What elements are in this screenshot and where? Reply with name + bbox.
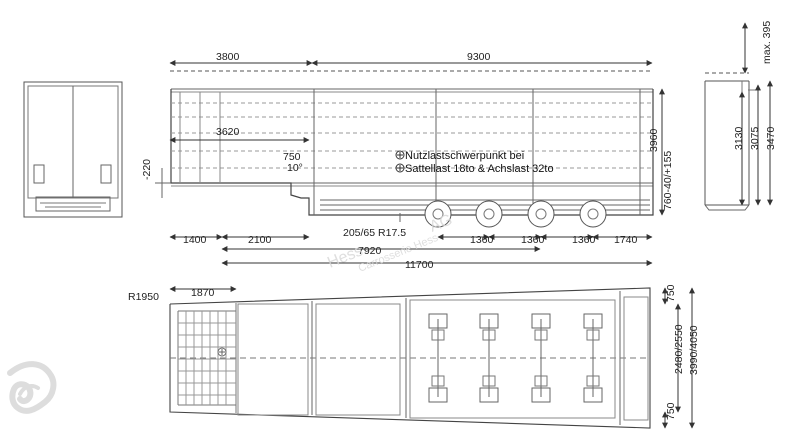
height-c-label: 3470 bbox=[765, 126, 777, 150]
step-height-label: 750 bbox=[283, 151, 301, 163]
front-section-label: 2100 bbox=[248, 234, 272, 246]
bottom-offset-label: -220 bbox=[141, 159, 153, 180]
rear-overhang-label: 1740 bbox=[614, 234, 638, 246]
corner-watermark-icon bbox=[7, 361, 57, 414]
front-overhang-label: 1400 bbox=[183, 234, 207, 246]
vertical-adjust-label: 760-40/+155 bbox=[662, 151, 674, 210]
axle-spacing-1-label: 1360 bbox=[470, 234, 494, 246]
wall-height-label: 3960 bbox=[648, 128, 660, 152]
deck-length-label: 3620 bbox=[216, 126, 240, 138]
dimension-annotations bbox=[169, 22, 773, 429]
axle-group-1 bbox=[428, 313, 448, 403]
rear-length-label: 9300 bbox=[467, 51, 491, 63]
axle-group-2 bbox=[479, 313, 499, 403]
angle-label: 10° bbox=[287, 162, 303, 174]
axle-group-3 bbox=[531, 313, 551, 403]
height-a-label: 3130 bbox=[733, 126, 745, 150]
top-clearance-label: max. 395 bbox=[761, 21, 773, 64]
right-width-2-label: 3990/4050 bbox=[688, 325, 700, 375]
axle-spacing-2-label: 1360 bbox=[521, 234, 545, 246]
radius-label: R1950 bbox=[128, 291, 159, 303]
front-width-label: 1870 bbox=[191, 287, 215, 299]
front-end-view bbox=[23, 81, 123, 218]
plan-axles bbox=[428, 313, 603, 403]
watermark: Hess AG Carrosserie Hess bbox=[325, 211, 455, 274]
right-width-label: 2480/2550 bbox=[673, 324, 685, 374]
front-length-label: 3800 bbox=[216, 51, 240, 63]
overall-length-1-label: 7920 bbox=[358, 245, 382, 257]
overall-length-2-label: 11700 bbox=[405, 259, 434, 271]
height-b-label: 3075 bbox=[749, 126, 761, 150]
top-plan-view bbox=[169, 287, 651, 429]
axle-group-4 bbox=[583, 313, 603, 403]
tyre-size-label: 205/65 R17.5 bbox=[343, 227, 406, 239]
axle-spacing-3-label: 1360 bbox=[572, 234, 596, 246]
load-text-line-2: Sattellast 18to & Achslast 32to bbox=[405, 163, 554, 175]
left-top-gap-label: 750 bbox=[665, 284, 677, 302]
load-text-line-1: Nutzlastschwerpunkt bei bbox=[405, 150, 524, 162]
left-bottom-gap-label: 750 bbox=[665, 402, 677, 420]
side-elevation-view bbox=[155, 70, 654, 228]
plan-grid bbox=[177, 310, 237, 406]
